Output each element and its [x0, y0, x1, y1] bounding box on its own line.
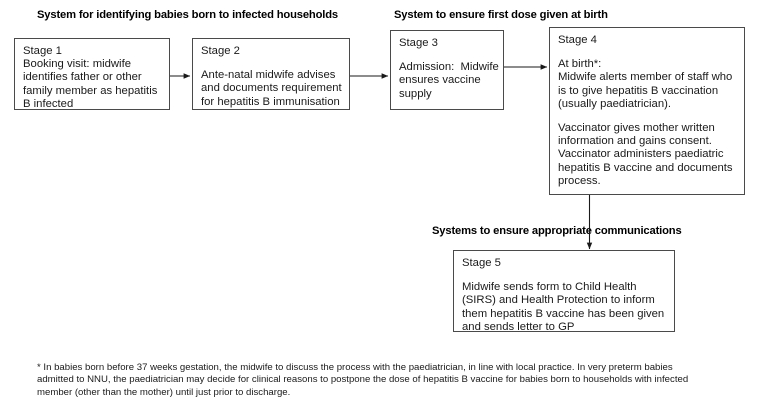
stage-1-line-3: family member as hepatitis [23, 84, 158, 97]
section-header-first-dose: System to ensure first dose given at bir… [394, 9, 608, 21]
stage-2-line-2: and documents requirement [201, 82, 342, 95]
stage-3-spacer [399, 50, 496, 61]
section-header-system-identifying: System for identifying babies born to in… [37, 9, 339, 21]
stage-5-line-2: (SIRS) and Health Protection to inform [462, 294, 655, 307]
stage-1-box[interactable]: Stage 1 Booking visit: midwife identifie… [14, 38, 170, 110]
stage-4-line-8: hepatitis B vaccine and documents [558, 161, 733, 174]
stage-4-line-7: Vaccinator administers paediatric [558, 148, 724, 161]
stage-5-line-1: Midwife sends form to Child Health [462, 281, 637, 294]
stage-2-box[interactable]: Stage 2 Ante-natal midwife advises and d… [192, 38, 350, 110]
stage-5-line-3: them hepatitis B vaccine has been given [462, 307, 665, 320]
stage-1-title: Stage 1 [23, 45, 62, 57]
stage-3-line-1: Admission: Midwife [399, 61, 499, 74]
footnote-line-3: member (other than the mother) until jus… [37, 386, 291, 398]
stage-1-line-2: identifies father or other [23, 71, 142, 84]
footnote: * In babies born before 37 weeks gestati… [37, 362, 752, 399]
section-header-communications: Systems to ensure appropriate communicat… [432, 225, 682, 237]
stage-4-line-3: is to give hepatitis B vaccination [558, 84, 719, 97]
stage-3-line-2: ensures vaccine [399, 74, 481, 87]
footnote-line-2: admitted to NNU, the paediatrician may d… [37, 374, 689, 386]
stage-4-line-4: (usually paediatrician). [558, 97, 672, 110]
stage-4-line-2: Midwife alerts member of staff who [558, 71, 733, 84]
stage-2-title: Stage 2 [201, 45, 240, 57]
stage-5-title: Stage 5 [462, 257, 501, 269]
stage-5-box[interactable]: Stage 5 Midwife sends form to Child Heal… [453, 250, 675, 333]
stage-2-line-3: for hepatitis B immunisation [201, 95, 340, 108]
stage-4-title: Stage 4 [558, 34, 597, 46]
stage-1-line-4: B infected [23, 97, 74, 110]
stage-4-box[interactable]: Stage 4 At birth*: Midwife alerts member… [549, 27, 745, 195]
stage-1-line-1: Booking visit: midwife [23, 58, 131, 71]
stage-5-spacer [462, 270, 667, 281]
stage-4-line-9: process. [558, 174, 601, 187]
stage-2-line-1: Ante-natal midwife advises [201, 69, 336, 82]
stage-4-line-5: Vaccinator gives mother written [558, 122, 715, 135]
stage-4-line-6: information and gains consent. [558, 135, 712, 148]
stage-4-line-1: At birth*: [558, 58, 602, 71]
stage-3-box[interactable]: Stage 3 Admission: Midwife ensures vacci… [390, 30, 504, 110]
stage-2-spacer [201, 58, 342, 69]
stage-4-spacer-1 [558, 47, 737, 58]
stage-5-line-4: and sends letter to GP [462, 320, 575, 333]
stage-3-line-3: supply [399, 87, 432, 100]
footnote-line-1: * In babies born before 37 weeks gestati… [37, 362, 673, 373]
stage-4-spacer-2 [558, 111, 737, 122]
stage-3-title: Stage 3 [399, 37, 438, 49]
